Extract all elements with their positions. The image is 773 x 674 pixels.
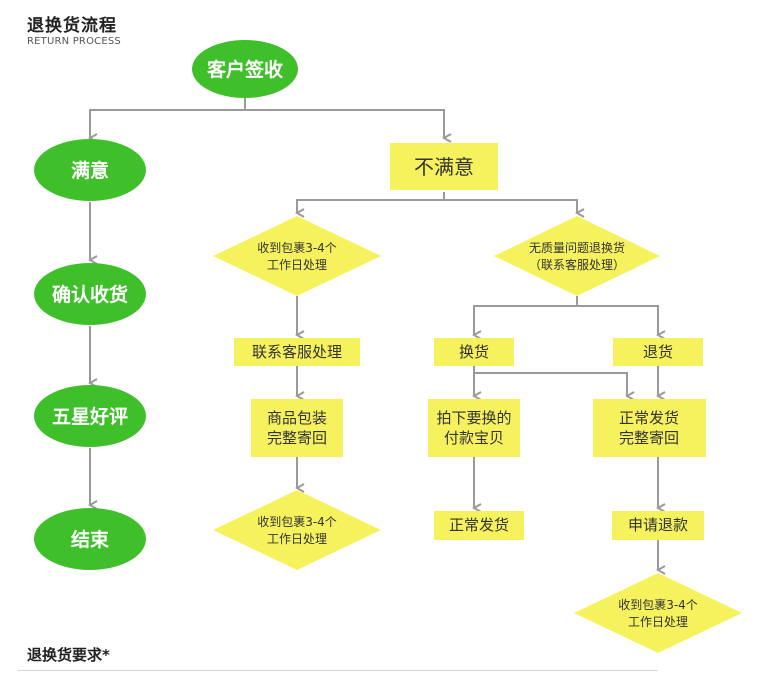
rect-order-new-line2: 付款宝贝 [444,429,504,447]
arrow-unsat-left [297,192,445,213]
oval-confirm: 确认收货 [34,263,146,325]
diamond-no-quality: 无质量问题退换货 （联系客服处理） [494,216,660,296]
oval-five-star: 五星好评 [34,385,146,447]
oval-satisfied-label: 满意 [71,159,109,182]
oval-five-star-label: 五星好评 [52,405,128,428]
rect-exchange-label: 换货 [459,343,489,361]
diamond-receive-left-line1: 收到包裹3-4个 [257,240,337,255]
page-subtitle: RETURN PROCESS [27,36,121,47]
oval-confirm-label: 确认收货 [52,283,128,306]
diamond-receive-left-line2: 工作日处理 [267,258,327,272]
arrow-start-unsatisfied [245,109,444,138]
oval-end-label: 结束 [71,528,110,551]
rect-order-new: 拍下要换的 付款宝贝 [428,399,520,457]
rect-pack-send: 商品包装 完整寄回 [251,399,343,457]
rect-unsatisfied-label: 不满意 [414,155,474,179]
rect-refund-label: 退货 [643,343,673,361]
page-title: 退换货流程 [27,16,117,36]
rect-refund: 退货 [613,338,703,366]
rect-apply-refund-label: 申请退款 [628,516,688,534]
rect-unsatisfied: 不满意 [390,143,498,190]
diamond-receive-left2: 收到包裹3-4个 工作日处理 [213,490,381,570]
rect-contact-service: 联系客服处理 [234,338,360,366]
diamond-no-quality-line2: （联系客服处理） [529,257,625,272]
oval-end: 结束 [34,508,146,570]
arrow-noquality-refund [577,305,658,335]
diamond-receive-left2-line1: 收到包裹3-4个 [257,514,337,529]
rect-normal-pack-line2: 完整寄回 [619,429,679,447]
section-title-requirements: 退换货要求* [27,646,110,664]
rect-contact-service-label: 联系客服处理 [252,343,342,361]
rect-normal-pack: 正常发货 完整寄回 [593,399,706,457]
diamond-receive-right-line1: 收到包裹3-4个 [618,597,698,612]
rect-order-new-line1: 拍下要换的 [436,409,511,427]
rect-pack-send-line1: 商品包装 [267,409,327,427]
rect-normal-ship: 正常发货 [434,511,524,540]
rect-normal-ship-label: 正常发货 [449,516,509,534]
arrow-exchange-normalpack [473,366,627,396]
rect-apply-refund: 申请退款 [612,511,704,540]
diamond-receive-right-line2: 工作日处理 [628,615,688,629]
diamond-receive-right: 收到包裹3-4个 工作日处理 [574,573,742,653]
oval-start-label: 客户签收 [207,58,283,81]
diamond-no-quality-line1: 无质量问题退换货 [529,240,625,255]
rect-pack-send-line2: 完整寄回 [267,429,327,447]
arrow-unsat-right [444,199,577,213]
rect-exchange: 换货 [434,338,514,366]
oval-satisfied: 满意 [34,139,146,201]
diamond-receive-left2-line2: 工作日处理 [267,532,327,546]
diamond-receive-left: 收到包裹3-4个 工作日处理 [213,216,381,296]
divider [18,670,658,671]
rect-normal-pack-line1: 正常发货 [619,409,679,427]
arrow-noquality-exchange [474,296,578,335]
connectors [90,96,658,570]
oval-start: 客户签收 [192,40,298,98]
arrow-start-satisfied [90,96,246,138]
